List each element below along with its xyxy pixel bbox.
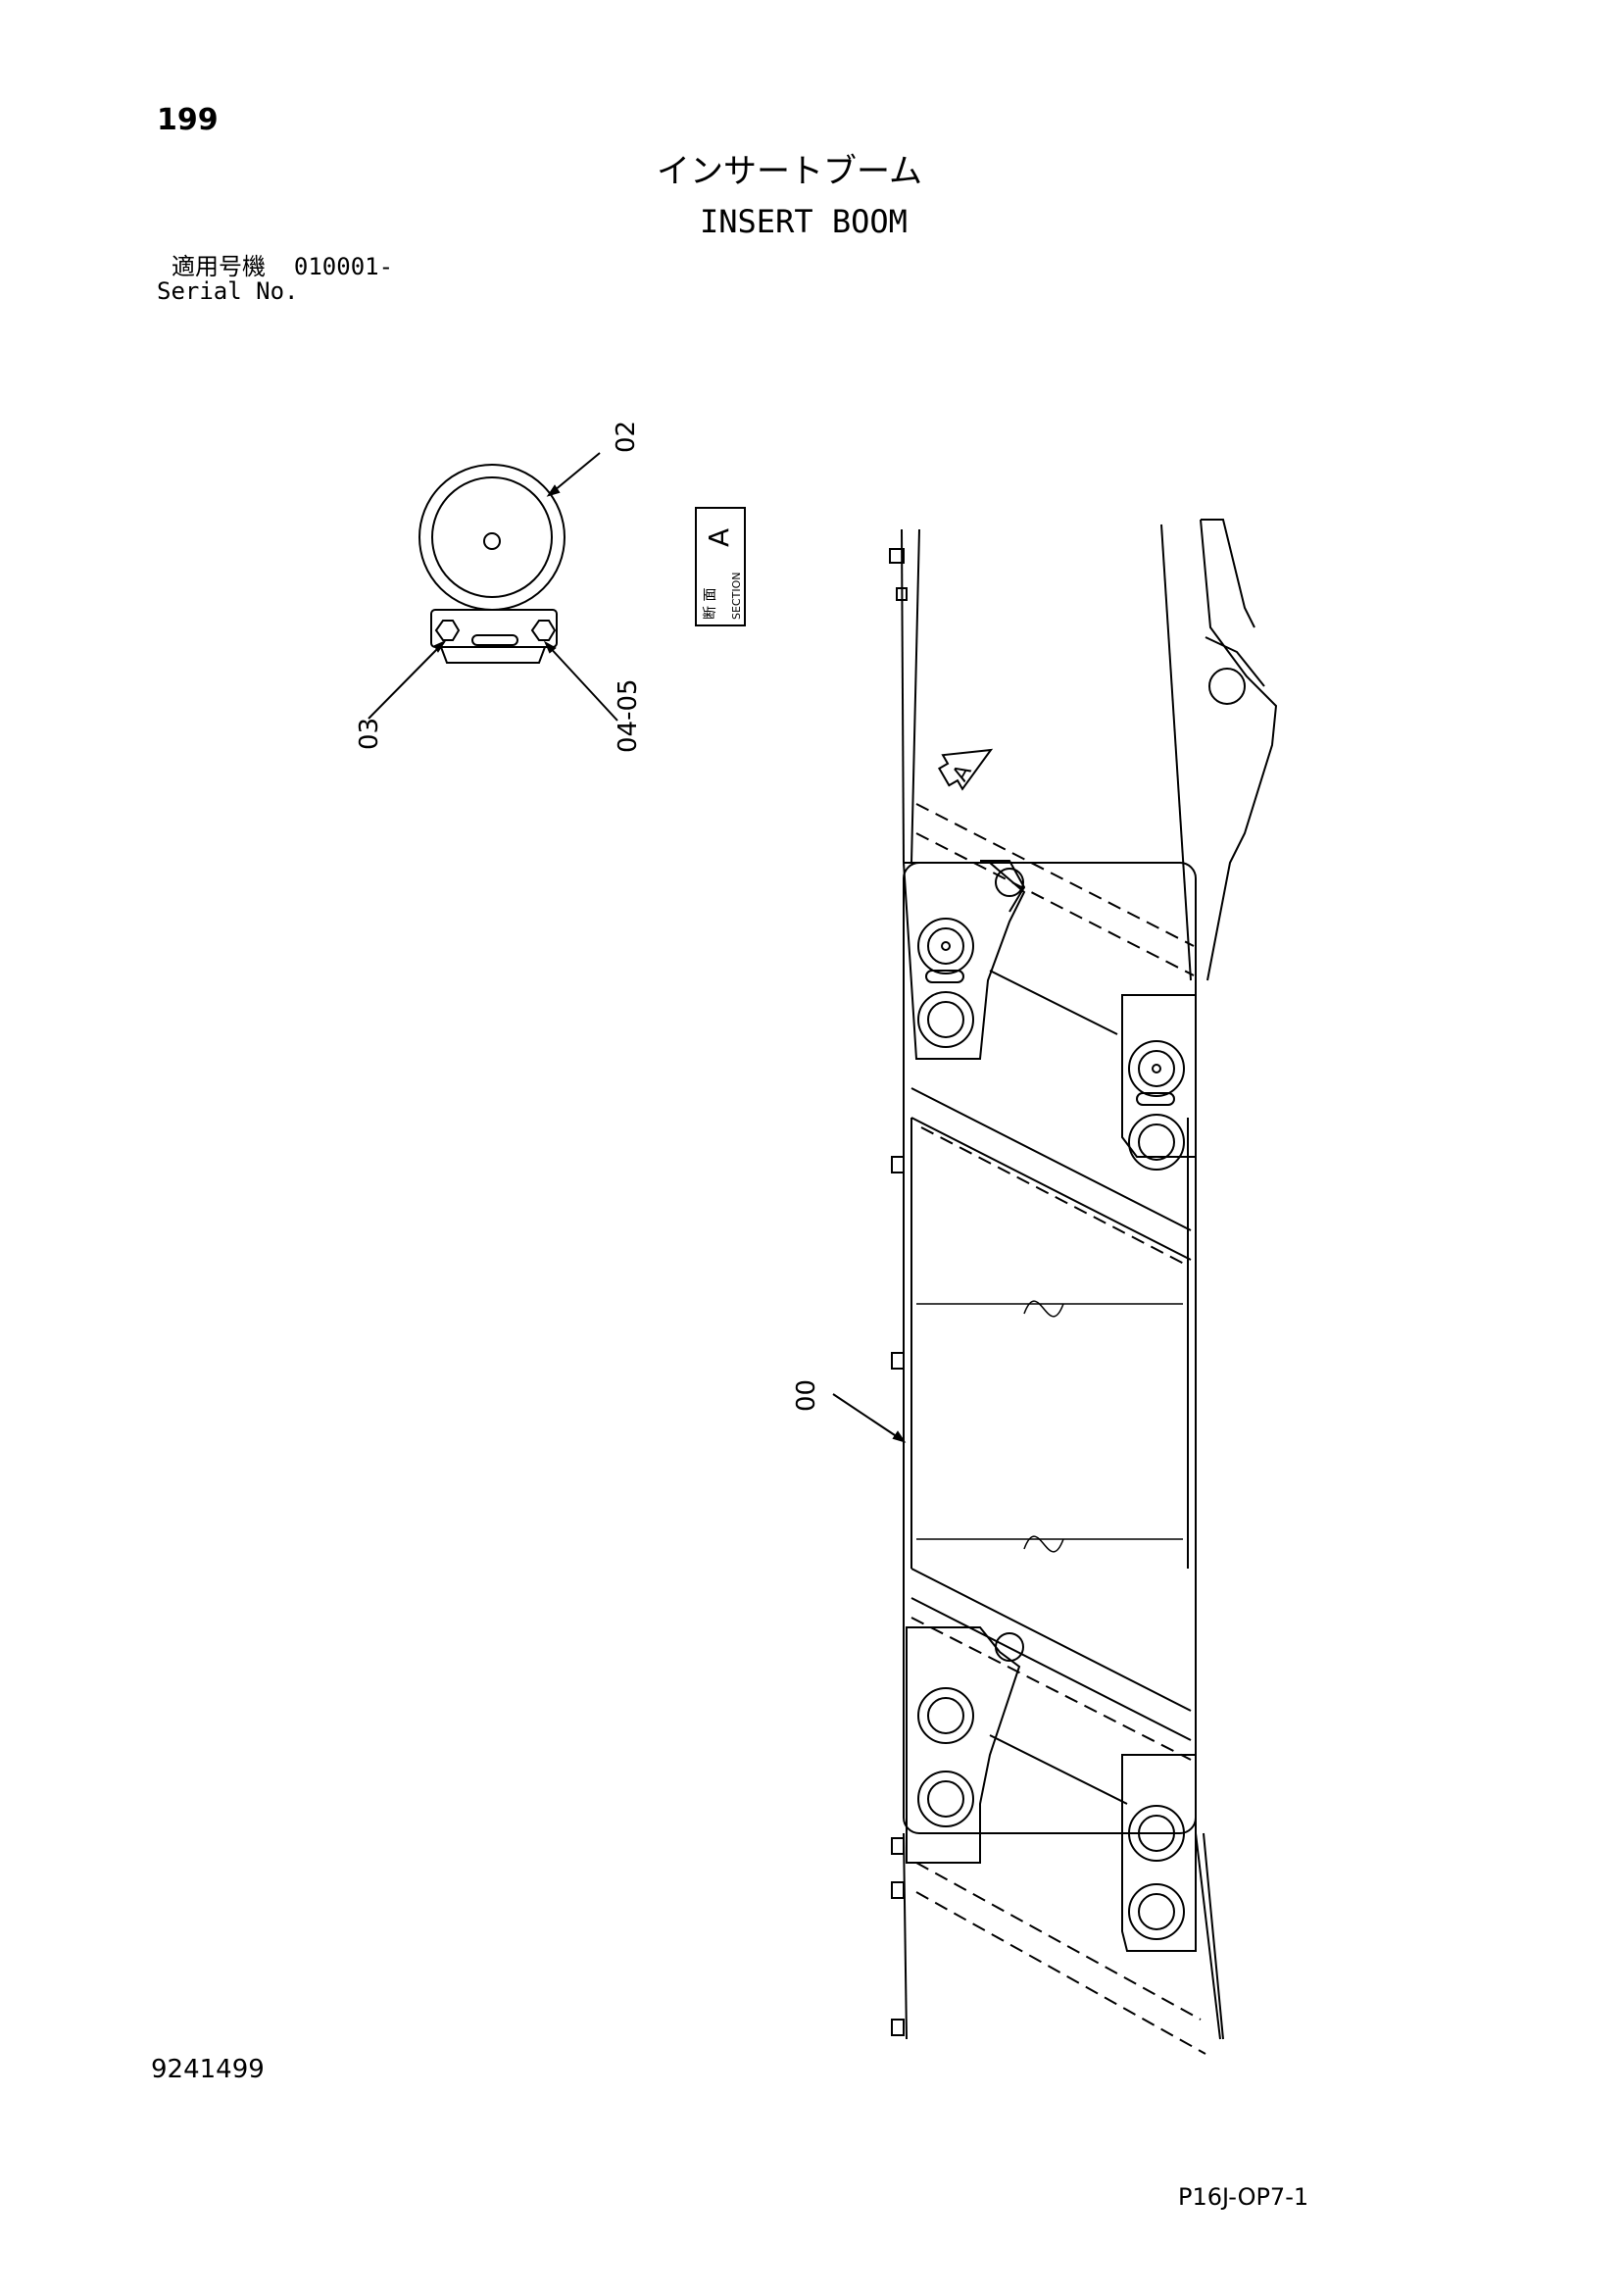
roller-bracket-ul (903, 862, 1026, 1060)
roller-inner (431, 476, 553, 598)
roller-bracket-lr (1121, 1754, 1197, 1952)
bolt-right (530, 620, 557, 641)
section-detail (368, 452, 618, 722)
callout-03: 03 (355, 717, 384, 750)
serial-label-en: Serial No. (157, 277, 299, 305)
callout-02: 02 (612, 420, 641, 453)
serial-applicability: 適用号機 010001- (172, 255, 393, 278)
bracket-lower (440, 646, 546, 664)
leader-02 (548, 452, 601, 496)
callout-00: 00 (792, 1378, 821, 1412)
leader-04 (545, 642, 618, 722)
roller-bracket-ur (1121, 994, 1197, 1158)
bracket-slot (471, 634, 518, 646)
page-number: 199 (157, 103, 219, 137)
section-label-en: SECTION (730, 572, 743, 620)
leader-03-head (433, 639, 447, 653)
serial-value: 010001- (293, 253, 394, 280)
roller-bracket-ll (906, 1626, 1021, 1864)
bolt-left (434, 620, 461, 641)
leader-03 (368, 641, 445, 720)
leader-00-head (892, 1430, 907, 1443)
section-letter: A (703, 527, 735, 547)
callout-04-05: 04-05 (614, 678, 643, 753)
leader-02-head (546, 484, 561, 497)
serial-label-ja: 適用号機 (172, 253, 266, 280)
leader-00 (832, 1393, 905, 1442)
roller-outer (418, 464, 566, 611)
title-japanese: インサートブーム (657, 152, 922, 191)
boom-body (903, 862, 1197, 1834)
insert-boom (832, 519, 1278, 2055)
page-code: P16J-OP7-1 (1178, 2183, 1309, 2211)
section-label-ja: 断 面 (703, 587, 718, 620)
bracket (430, 609, 558, 648)
drawing-number: 9241499 (151, 2055, 265, 2084)
leader-04-head (543, 640, 557, 654)
section-arrow (937, 748, 994, 791)
section-label-box (695, 507, 746, 626)
title-english: INSERT BOOM (700, 203, 908, 240)
upper-pin (1208, 668, 1246, 705)
roller-hole (483, 532, 501, 550)
